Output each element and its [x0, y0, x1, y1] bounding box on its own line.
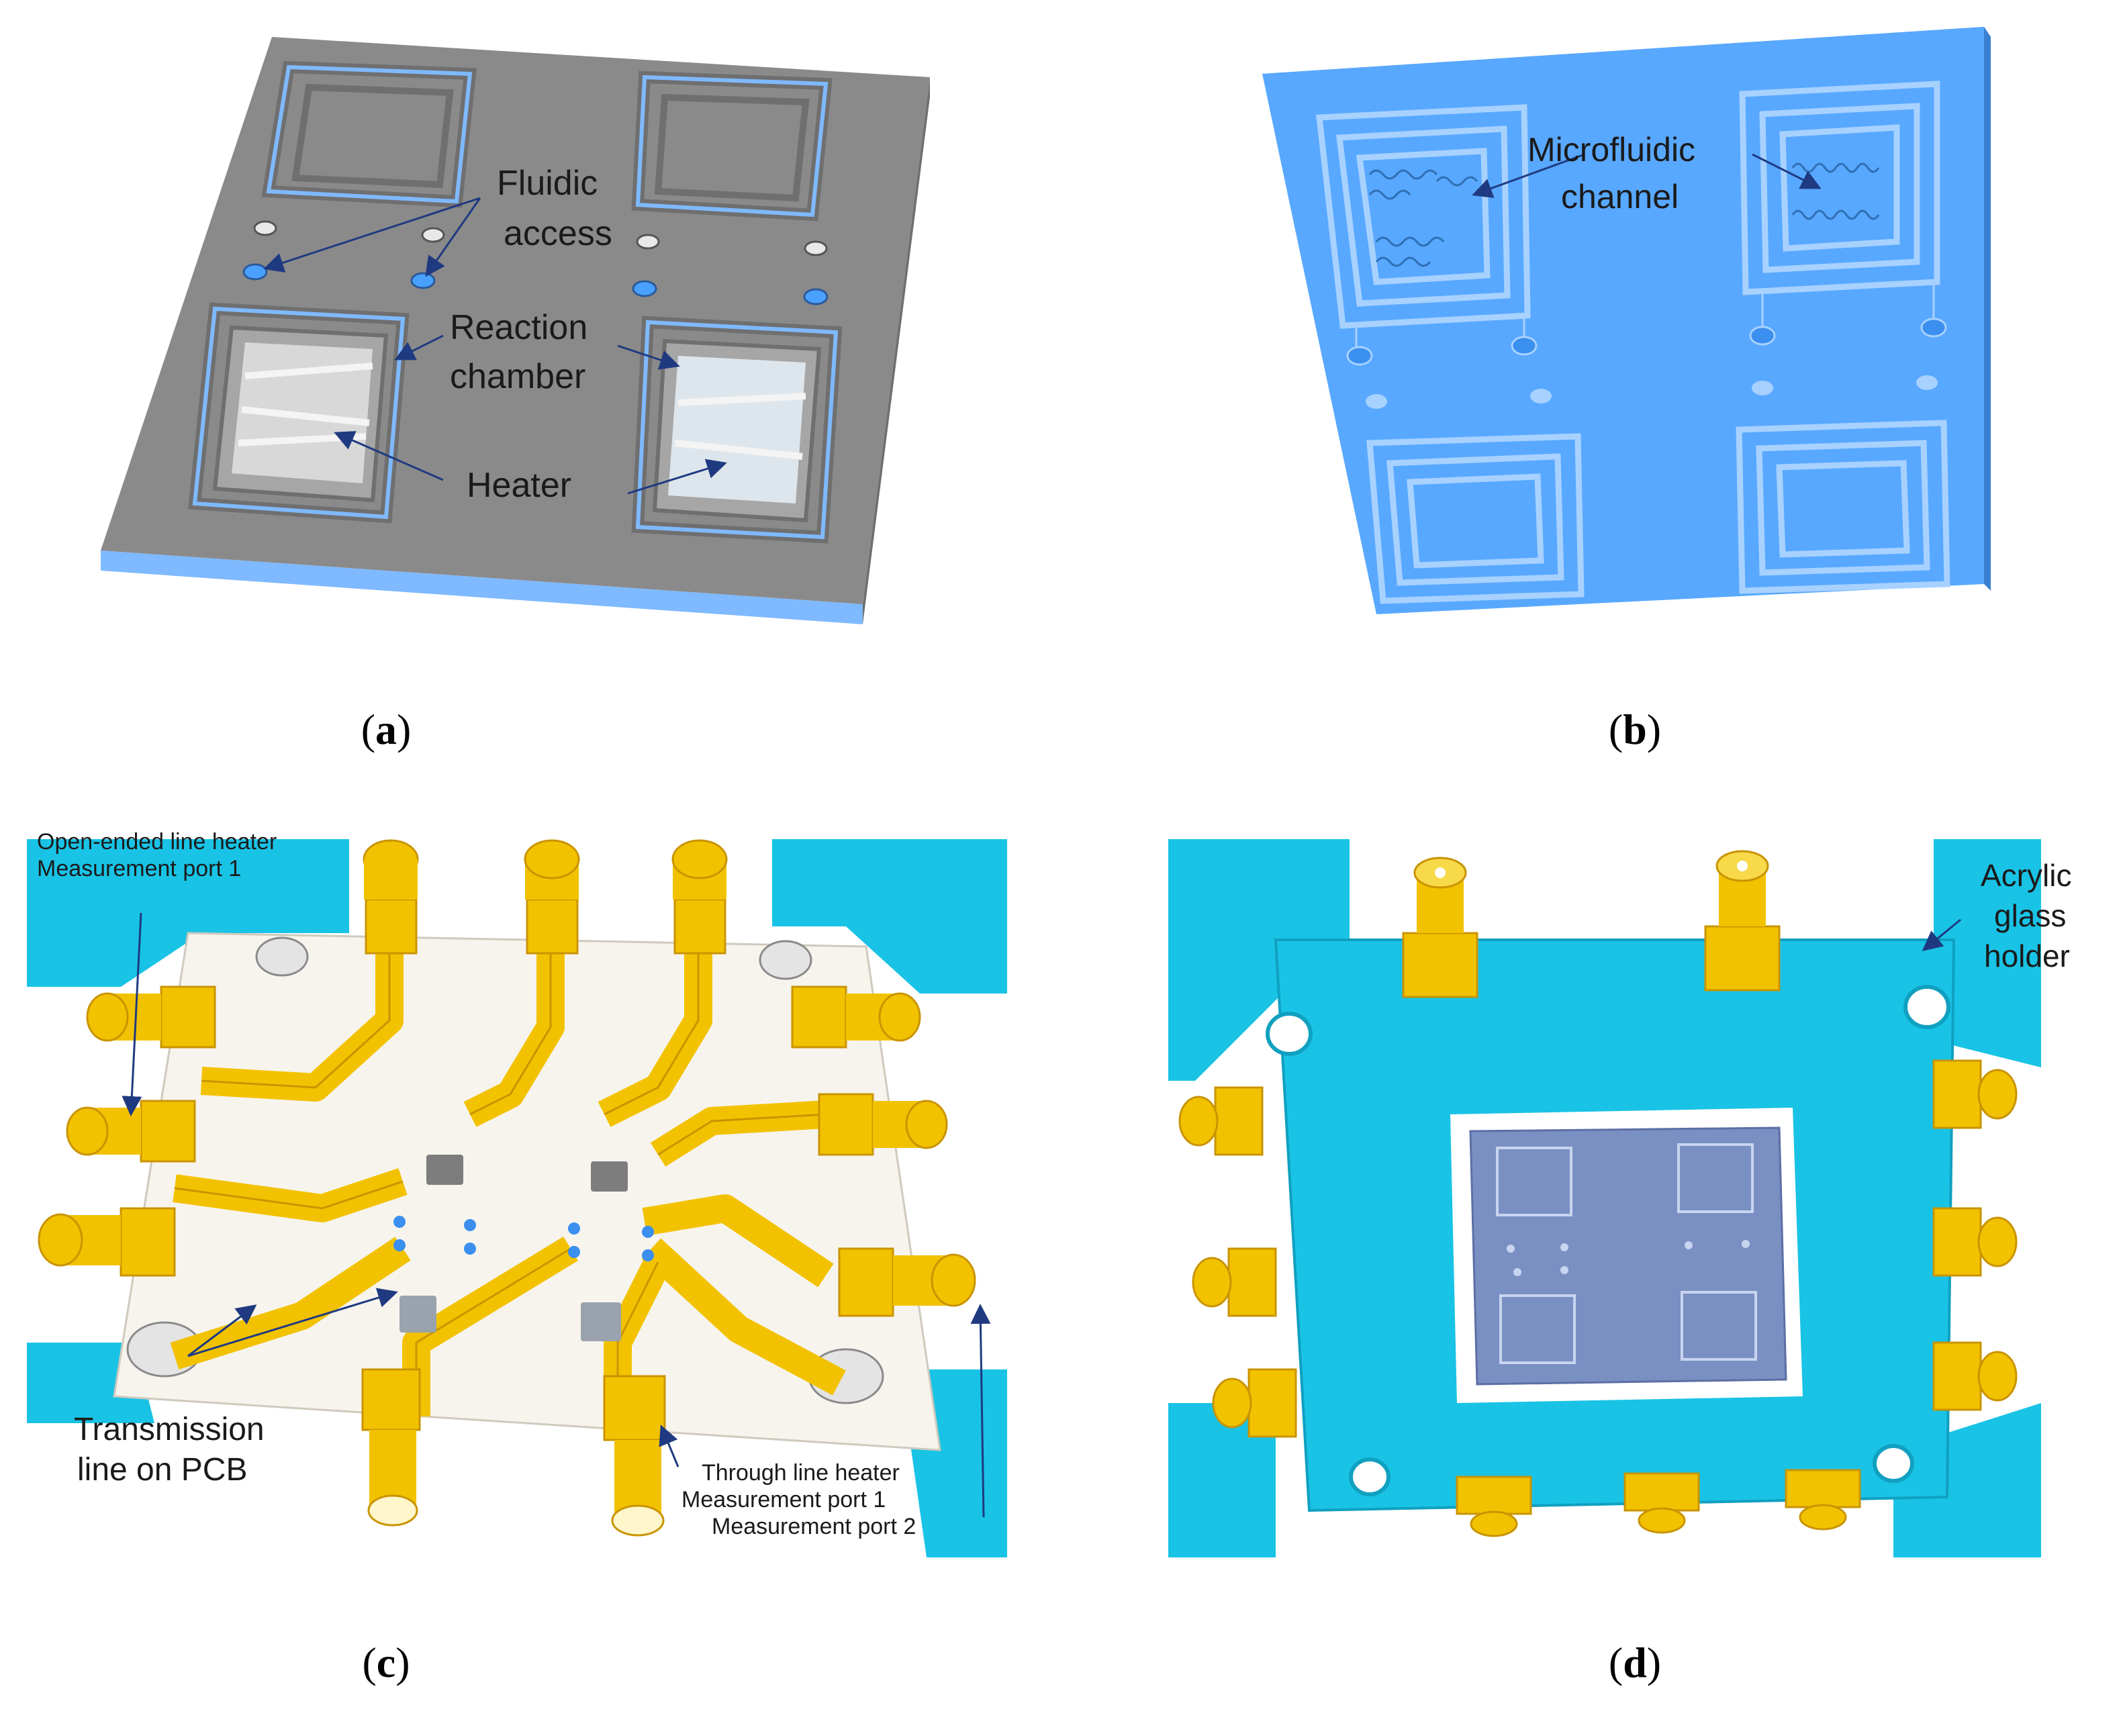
caption-b: (b): [1608, 706, 1662, 753]
pcb-illustration-c: Open-ended line heater Measurement port …: [27, 832, 1007, 1557]
label-reaction-1: Reaction: [450, 308, 587, 347]
panel-a-chip-top: Fluidic access Reaction chamber Heater: [0, 0, 1061, 671]
label-transmission-1: Transmission: [74, 1412, 265, 1447]
holder-side-connectors: [1178, 1059, 2018, 1438]
holder-illustration-d: Acrylic glass holder: [1168, 839, 2071, 1557]
sma-top-2: [524, 839, 580, 955]
label-through-2: Measurement port 1: [681, 1487, 886, 1512]
chamber-outline-top-right: [1739, 81, 1940, 295]
trace-gaps: [174, 947, 827, 1423]
chip-edge-right: [1984, 27, 1991, 591]
label-microfluidic-2: channel: [1561, 178, 1679, 215]
label-heater: Heater: [467, 466, 571, 505]
panel-c-pcb-setup: Open-ended line heater Measurement port …: [0, 832, 1061, 1571]
chip-edge-side: [863, 77, 930, 624]
caption-c: (c): [362, 1639, 410, 1686]
sensor-chips: [393, 1155, 654, 1341]
caption-d: (d): [1608, 1639, 1662, 1686]
label-acrylic-2: glass: [1994, 898, 2066, 933]
fluidic-holes-b: [1346, 318, 1947, 409]
holder-top-connectors: [1402, 850, 1781, 998]
chip-illustration-b: Microfluidic channel: [1262, 27, 1991, 614]
sma-left-3: [38, 1207, 176, 1277]
label-through-3: Measurement port 2: [712, 1514, 916, 1539]
chamber-outline-bottom-right: [1736, 420, 1950, 594]
holder-background-c: [27, 839, 1007, 1557]
panel-b-chip-bottom: Microfluidic channel: [1061, 0, 2121, 671]
reaction-chamber-bottom-right: [631, 316, 843, 544]
callout-arrows-c: [122, 912, 991, 1518]
microfluidic-channel-left: [1368, 169, 1478, 267]
holder-bottom-connectors: [1456, 1469, 1861, 1537]
sma-right-2: [818, 1093, 948, 1156]
label-microfluidic-1: Microfluidic: [1527, 131, 1695, 168]
label-fluidic-2: access: [504, 214, 612, 253]
chip-edge-front: [101, 550, 863, 624]
holder-screw-holes: [1266, 985, 1950, 1496]
sma-connectors: [38, 839, 976, 1537]
sma-right-1: [791, 985, 921, 1049]
label-through-1: Through line heater: [702, 1460, 900, 1486]
sma-bottom-2: [603, 1375, 666, 1537]
callout-arrow-d: [1922, 918, 1961, 951]
chip-chamber-outlines-d: [1496, 1143, 1757, 1364]
panel-d-acrylic-holder: Acrylic glass holder: [1061, 832, 2121, 1571]
chamber-outline-bottom-left: [1366, 433, 1585, 604]
fluidic-access-holes: [242, 220, 829, 305]
label-transmission-2: line on PCB: [77, 1452, 247, 1488]
chip-holes-d: [1507, 1240, 1750, 1276]
label-fluidic-1: Fluidic: [497, 164, 598, 203]
label-acrylic-1: Acrylic: [1981, 858, 2071, 893]
sma-top-1: [363, 839, 419, 955]
chamber-outline-top-left: [1315, 104, 1531, 329]
caption-a: (a): [361, 706, 412, 753]
callout-arrows-b: [1472, 153, 1822, 198]
chip-illustration-a: Fluidic access Reaction chamber Heater: [101, 37, 930, 624]
heater-bottom-right: [668, 356, 806, 503]
label-open-ended-1: Open-ended line heater: [37, 832, 277, 855]
sma-top-3: [671, 839, 728, 955]
label-acrylic-3: holder: [1984, 938, 2070, 973]
sma-right-3: [838, 1247, 976, 1317]
chamber-outline-top-right: [631, 70, 833, 222]
callout-arrows-a: [263, 197, 727, 495]
sma-bottom-1: [361, 1368, 421, 1527]
chamber-outline-top-left: [261, 60, 477, 208]
label-open-ended-2: Measurement port 1: [37, 856, 241, 881]
sma-left-1: [86, 985, 216, 1049]
chip-in-window: [1469, 1126, 1787, 1386]
label-reaction-2: chamber: [450, 357, 585, 396]
